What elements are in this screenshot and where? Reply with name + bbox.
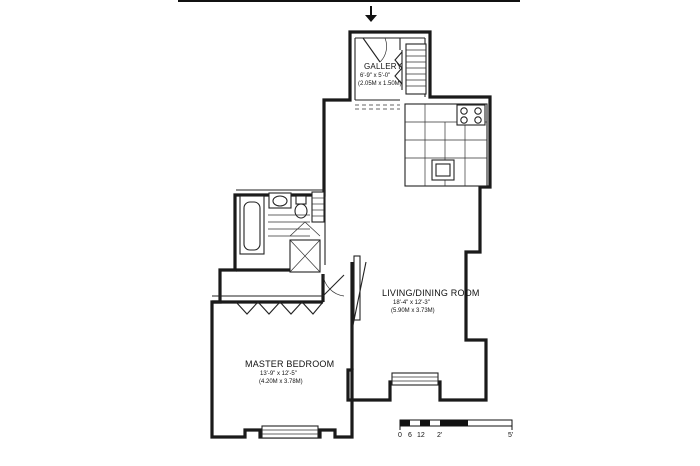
gallery-name: GALLERY [364,62,403,71]
hall-closet [289,221,321,273]
toilet-icon [294,195,308,219]
bedroom-dims-imperial: 13'-9" x 12'-5" [260,371,297,377]
gallery-dims-imperial: 6'-9" x 5'-0" [360,73,391,79]
bathtub-icon [239,195,265,255]
gallery-dims-metric: (2.05M x 1.50M) [358,81,402,87]
gallery-opening [355,104,400,110]
scale-label-2ft: 2' [437,432,443,439]
stove-icon [456,104,486,126]
sink-vanity-icon [268,192,292,209]
entry-arrow-icon [365,6,377,22]
living-dims-metric: (5.90M x 3.73M) [391,308,435,314]
scale-bar [399,419,513,430]
bath-floor-lines [268,214,310,237]
sink-icon [431,159,455,181]
bedroom-door [322,273,345,297]
outer-walls [210,30,492,439]
living-dims-imperial: 18'-4" x 12'-3" [393,300,430,306]
living-window [391,372,439,386]
bedroom-window [261,425,319,439]
living-name: LIVING/DINING ROOM [382,288,480,298]
scale-label-6: 6 [408,432,412,439]
scale-label-12: 12 [417,432,425,439]
bedroom-closet-doors [235,301,324,315]
gallery-closet [405,43,427,95]
gallery-closet-doors [394,50,403,90]
bedroom-dims-metric: (4.20M x 3.78M) [259,379,303,385]
bedroom-name: MASTER BEDROOM [245,359,335,369]
scale-label-5ft: 5' [508,432,514,439]
scale-label-0: 0 [398,432,402,439]
bedroom-partition [212,268,325,304]
bathroom [236,189,326,265]
gallery-door [362,37,387,63]
sliding-partition [350,255,367,370]
linen-closet [311,191,325,223]
